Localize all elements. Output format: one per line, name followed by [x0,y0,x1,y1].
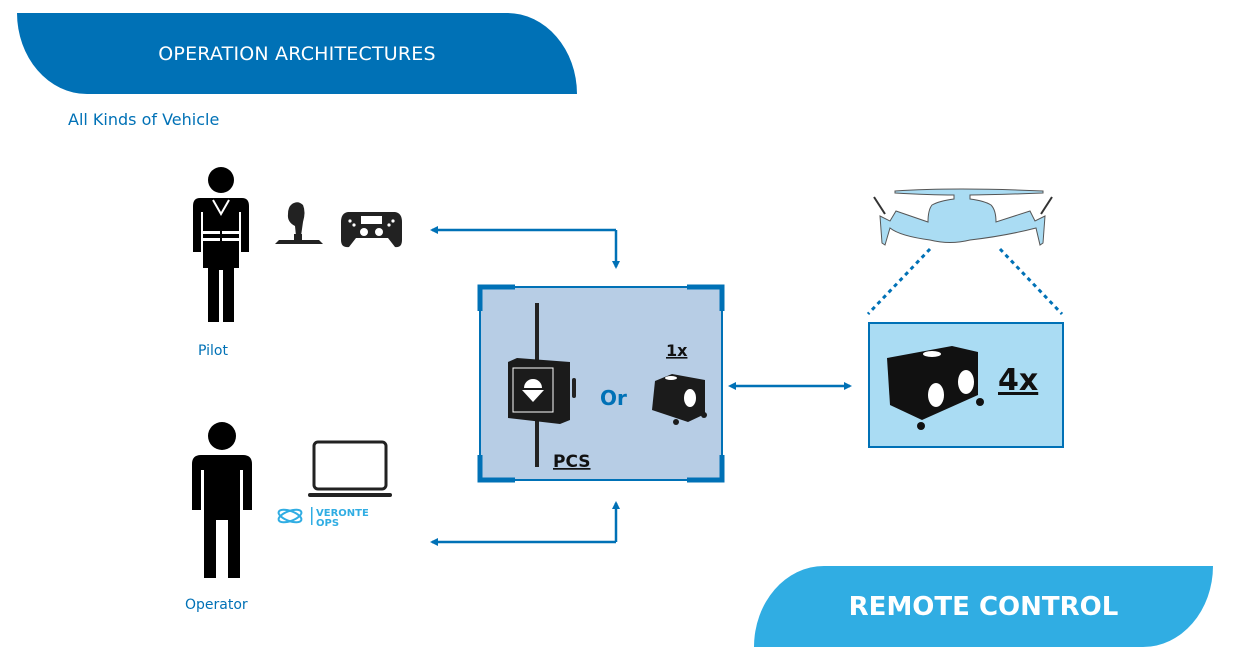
zoom-indicator-lines [866,247,1064,316]
page-title: OPERATION ARCHITECTURES [158,42,436,65]
pilot-link-arrow [430,226,620,269]
gamepad-icon [341,212,402,248]
joystick-icon [275,202,323,244]
laptop-icon [308,440,392,497]
alt-quantity-label: 1x [666,341,688,360]
operator-label: Operator [185,597,248,613]
footer-title: REMOTE CONTROL [848,591,1119,622]
operator-link-arrow [430,501,620,546]
autopilot-module-icon [652,374,707,425]
pilot-icon [193,167,249,322]
header-banner: OPERATION ARCHITECTURES [17,13,577,94]
footer-banner: REMOTE CONTROL [754,566,1213,647]
or-label: Or [600,386,627,410]
pcs-device-icon [508,303,576,467]
operator-icon [192,422,252,578]
veronte-ops-logo-line1: VERONTE [316,508,369,519]
veronte-ops-logo: VERONTE OPS [277,507,369,529]
pilot-label: Pilot [198,343,228,359]
subtitle: All Kinds of Vehicle [68,110,220,129]
vehicle-quantity-label: 4x [998,363,1038,398]
pcs-label: PCS [553,452,591,472]
veronte-ops-logo-line2: OPS [316,518,339,529]
autopilot-4x-module-icon [887,346,984,430]
drone-icon [873,188,1053,246]
